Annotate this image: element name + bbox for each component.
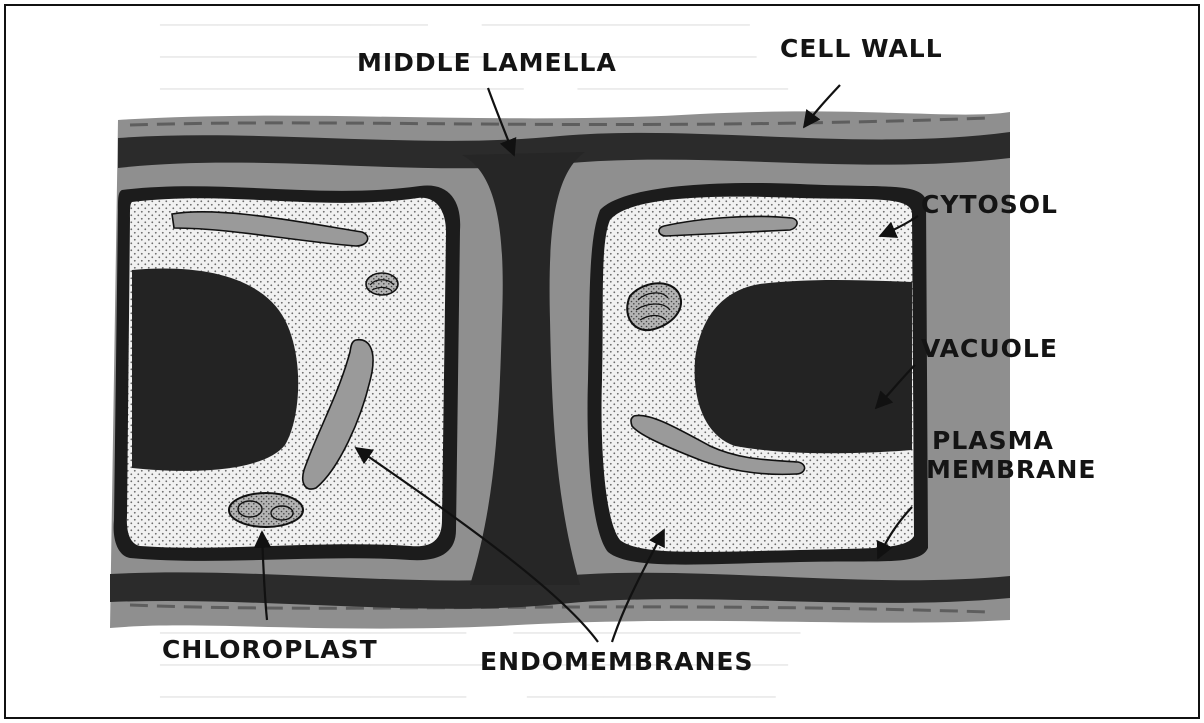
middle-lamella-label: MIDDLE LAMELLA <box>357 48 617 77</box>
cell-wall-label: CELL WALL <box>780 34 943 63</box>
left-small-chloroplast <box>366 273 398 295</box>
plasma-membrane-label: PLASMA MEMBRANE <box>926 426 1097 484</box>
plasma-membrane-label-line2: MEMBRANE <box>926 455 1097 484</box>
cytosol-label: CYTOSOL <box>921 190 1058 219</box>
right-cell-vacuole <box>695 280 912 453</box>
plasma-membrane-label-line1: PLASMA <box>926 426 1097 455</box>
vacuole-label: VACUOLE <box>921 334 1058 363</box>
left-chloroplast <box>229 493 303 527</box>
chloroplast-label: CHLOROPLAST <box>162 635 378 664</box>
endomembranes-label: ENDOMEMBRANES <box>480 647 754 676</box>
